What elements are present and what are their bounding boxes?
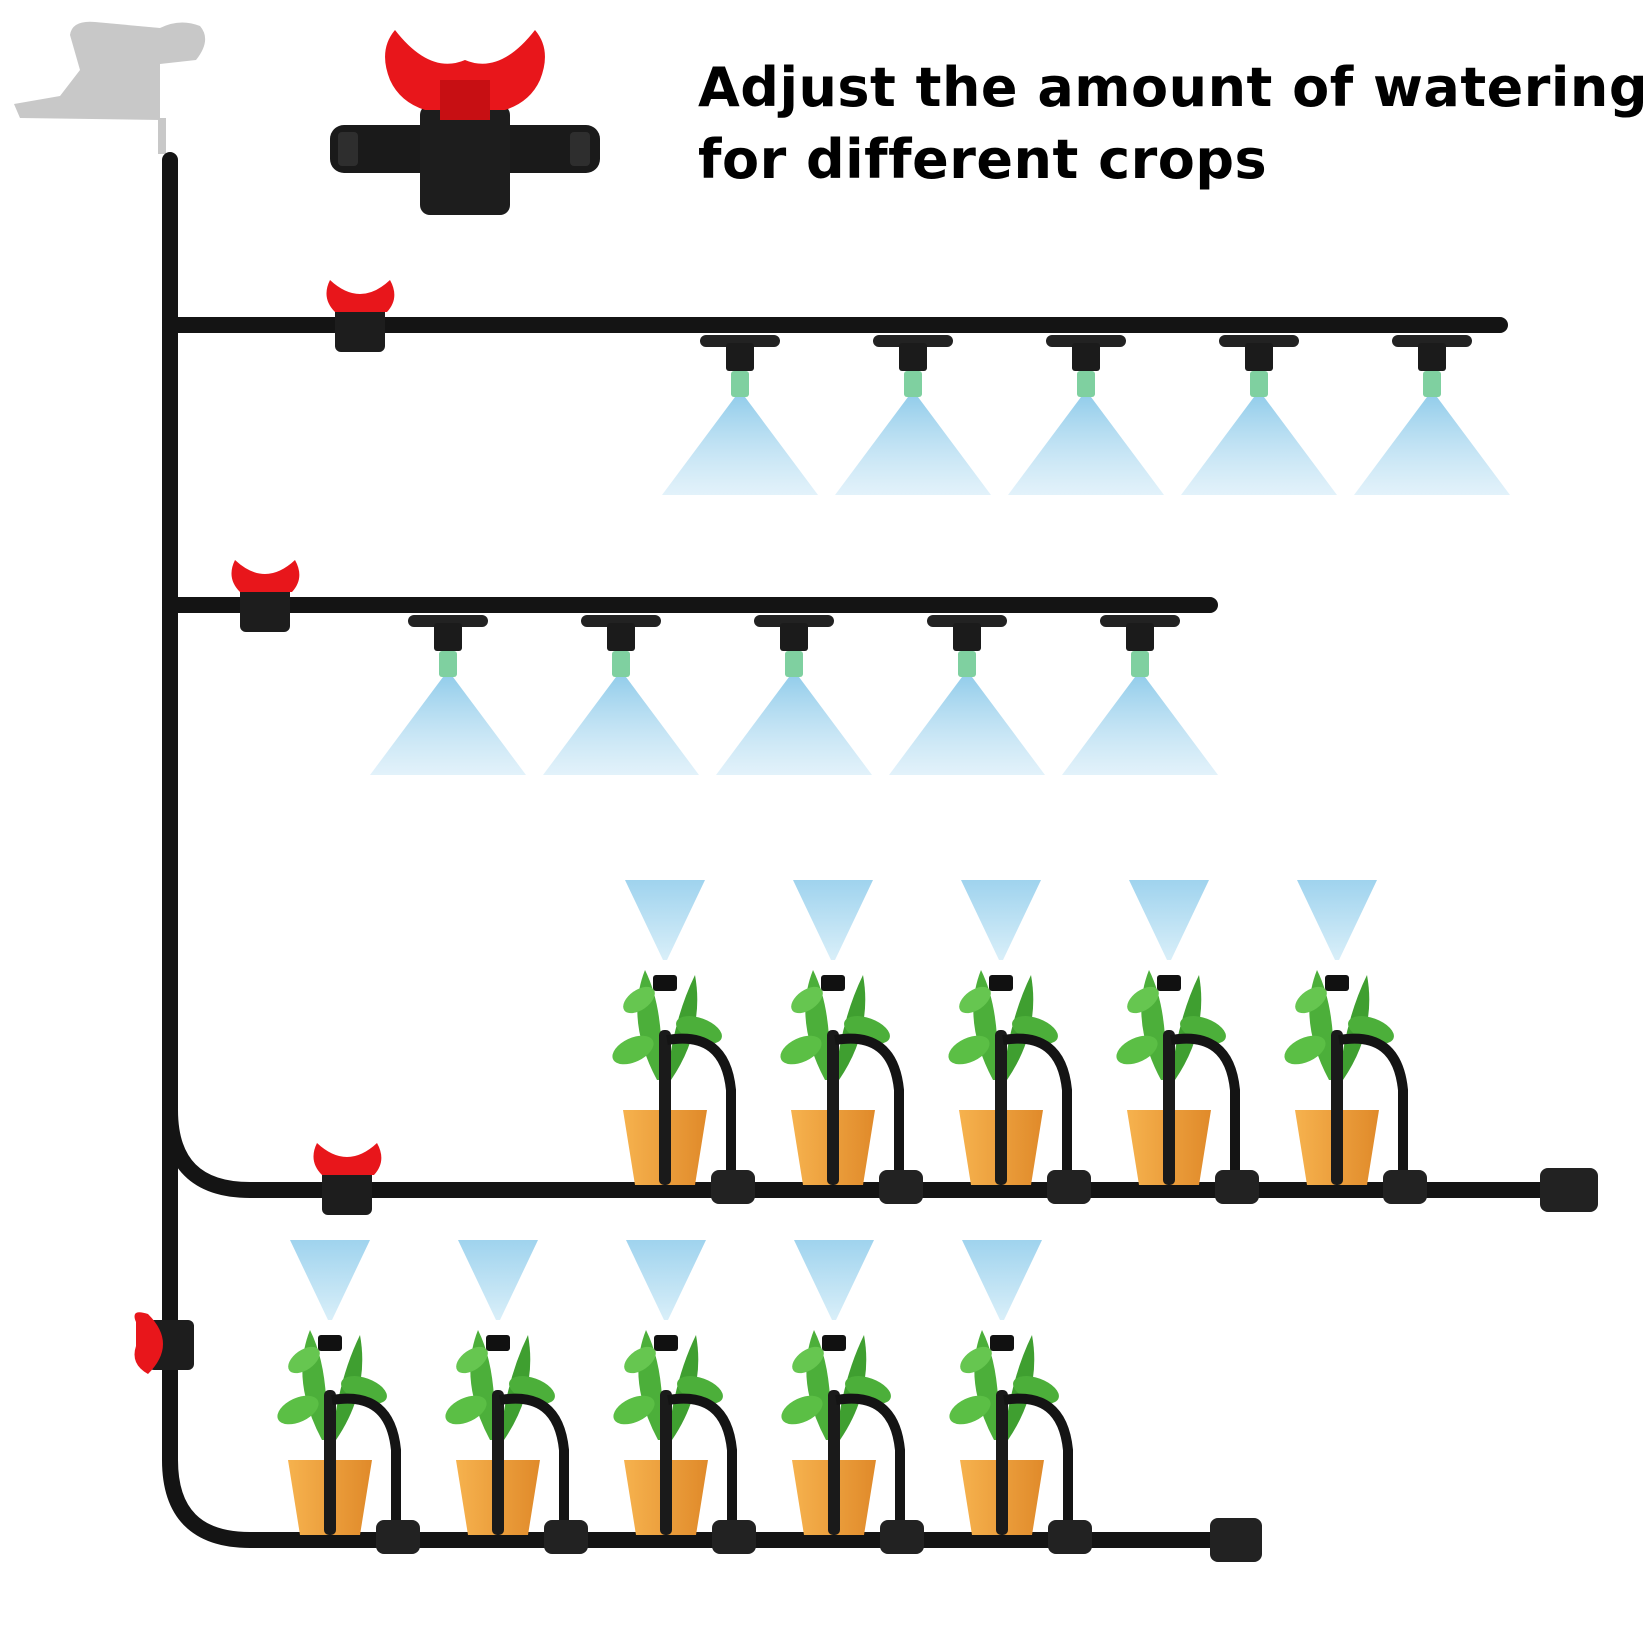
misting-nozzle-icon [1062,615,1218,775]
misting-nozzle-icon [1354,335,1510,495]
branch-valve-1 [326,280,395,352]
potted-plant-icon [613,1240,756,1554]
branch-valve-3 [313,1143,382,1215]
mist-line-1 [662,335,1510,495]
potted-plant-icon [612,880,755,1204]
mist-line-2 [370,615,1218,775]
end-plug-icon [1210,1168,1598,1562]
shutoff-valve-icon [330,30,600,215]
headline-line-1: Adjust the amount of watering [698,56,1649,119]
potted-plant-icon [277,1240,420,1554]
misting-nozzle-icon [662,335,818,495]
potted-plant-icon [949,1240,1092,1554]
misting-nozzle-icon [835,335,991,495]
misting-nozzle-icon [543,615,699,775]
misting-nozzle-icon [370,615,526,775]
branch-valve-2 [231,560,300,632]
faucet-icon [14,21,206,154]
drip-line-1 [612,880,1427,1204]
misting-nozzle-icon [1181,335,1337,495]
branch-valve-4 [134,1312,194,1374]
main-supply-pipe [162,152,1568,1548]
misting-nozzle-icon [889,615,1045,775]
headline: Adjust the amount of watering for differ… [698,52,1649,196]
potted-plant-icon [780,880,923,1204]
potted-plant-icon [948,880,1091,1204]
potted-plant-icon [1284,880,1427,1204]
headline-line-2: for different crops [698,128,1268,191]
misting-nozzle-icon [1008,335,1164,495]
potted-plant-icon [1116,880,1259,1204]
potted-plant-icon [445,1240,588,1554]
misting-nozzle-icon [716,615,872,775]
drip-line-2 [277,1240,1092,1554]
potted-plant-icon [781,1240,924,1554]
